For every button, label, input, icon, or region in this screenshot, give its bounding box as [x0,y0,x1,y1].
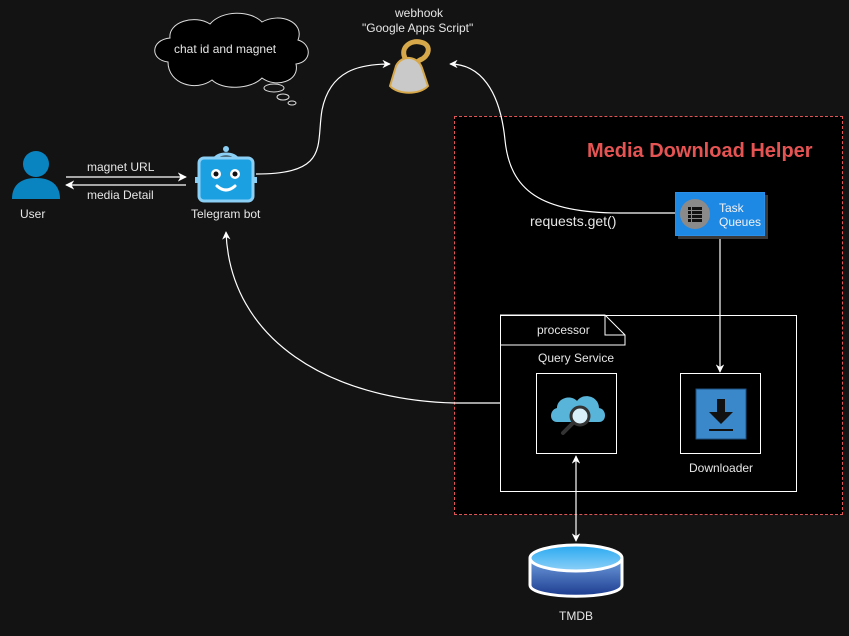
tmdb-database-icon [528,543,624,598]
group-title: Media Download Helper [587,140,813,162]
query-service-label: Query Service [538,351,615,365]
task-queues-label-2: Queues [719,215,762,229]
webhook-sublabel: "Google Apps Script" [362,21,474,35]
edge-bot-webhook [255,59,391,175]
edge-processor-bot [222,231,500,404]
telegram-bot-label: Telegram bot [191,207,261,221]
user-label: User [20,207,46,221]
processor-label: processor [537,323,590,337]
media-detail-label: media Detail [87,188,154,202]
download-icon [695,388,747,440]
downloader-node[interactable] [680,373,761,454]
telegram-bot-icon [195,146,257,203]
thought-cloud [154,12,309,88]
tmdb-label: TMDB [559,609,593,623]
user-icon [12,151,60,199]
downloader-label: Downloader [689,461,754,475]
magnet-url-label: magnet URL [87,160,155,174]
query-service-node[interactable] [536,373,617,454]
edge-queue-webhook [449,59,675,214]
task-queues-node[interactable]: Task Queues [675,192,765,236]
webhook-label: webhook [395,6,444,20]
task-queues-label-1: Task [719,201,744,215]
cloud-search-icon [551,396,605,435]
list-icon [680,199,710,229]
webhook-hook-icon [388,39,431,94]
thought-label: chat id and magnet [174,42,277,56]
requests-get-label: requests.get() [530,213,617,229]
